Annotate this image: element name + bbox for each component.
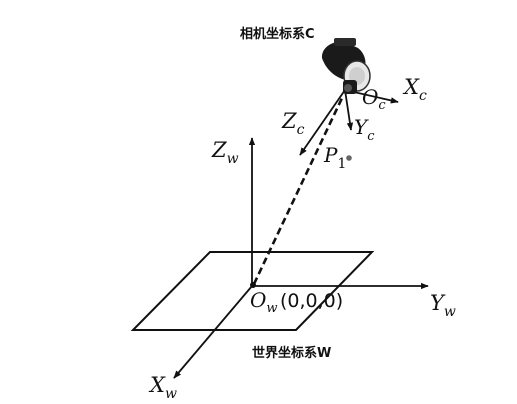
world-origin-coords: (0,0,0) bbox=[280, 290, 343, 312]
point-p1-dot bbox=[346, 155, 352, 161]
camera-z-axis-label: Zc bbox=[281, 109, 305, 138]
camera-z-axis bbox=[299, 89, 346, 156]
world-y-axis-label: Yw bbox=[430, 291, 456, 320]
world-origin-point bbox=[250, 282, 256, 288]
camera-icon bbox=[321, 38, 371, 94]
camera-y-axis-label: Yc bbox=[354, 115, 375, 144]
world-x-axis-label: Xw bbox=[148, 373, 177, 402]
world-origin-label: Ow (0,0,0) bbox=[250, 288, 343, 316]
camera-x-axis-label: Xc bbox=[402, 75, 427, 104]
camera-y-axis bbox=[344, 89, 354, 131]
world-z-axis-label: Zw bbox=[211, 138, 239, 167]
camera-to-origin-dashed-line bbox=[252, 95, 345, 285]
camera-origin-label: Oc bbox=[362, 85, 386, 113]
svg-text:Ow: Ow bbox=[250, 288, 278, 316]
world-frame-caption: 世界坐标系W bbox=[252, 345, 331, 361]
ground-plane bbox=[130, 251, 375, 331]
world-x-axis bbox=[173, 285, 253, 379]
camera-frame-caption: 相机坐标系C bbox=[240, 26, 315, 42]
point-p1-label: P1 bbox=[323, 143, 346, 172]
